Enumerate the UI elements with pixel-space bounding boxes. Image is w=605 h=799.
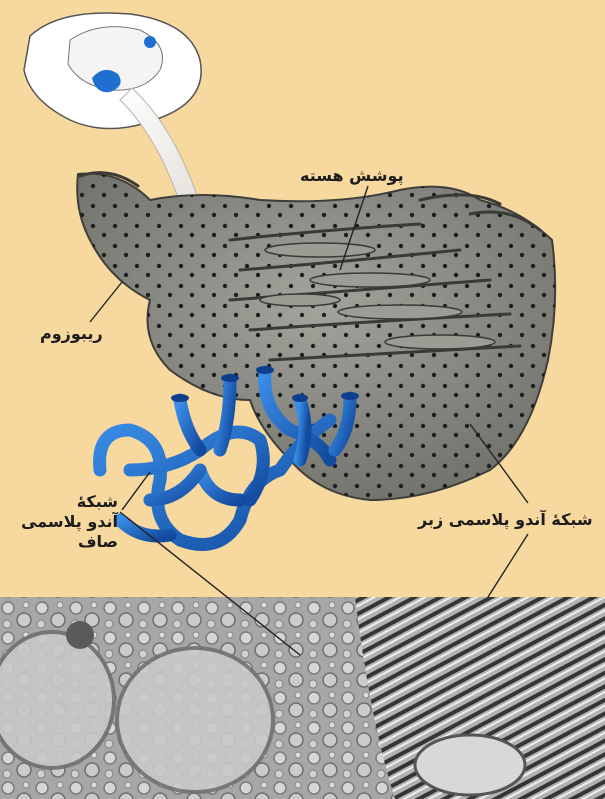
- label-nuclear-envelope: پوشش هسته: [300, 166, 404, 186]
- cell-inset: [24, 13, 201, 129]
- label-smooth-er-line1: شبکهٔ: [14, 492, 118, 512]
- label-rough-er: شبکهٔ آندو پلاسمی زبر: [418, 510, 593, 530]
- label-smooth-er: شبکهٔ آندو پلاسمی صاف: [14, 492, 118, 552]
- label-smooth-er-line2: آندو پلاسمی: [14, 512, 118, 532]
- electron-micrograph: [0, 597, 605, 799]
- label-ribosome: ریبوزوم: [40, 324, 103, 344]
- label-smooth-er-line3: صاف: [14, 532, 118, 552]
